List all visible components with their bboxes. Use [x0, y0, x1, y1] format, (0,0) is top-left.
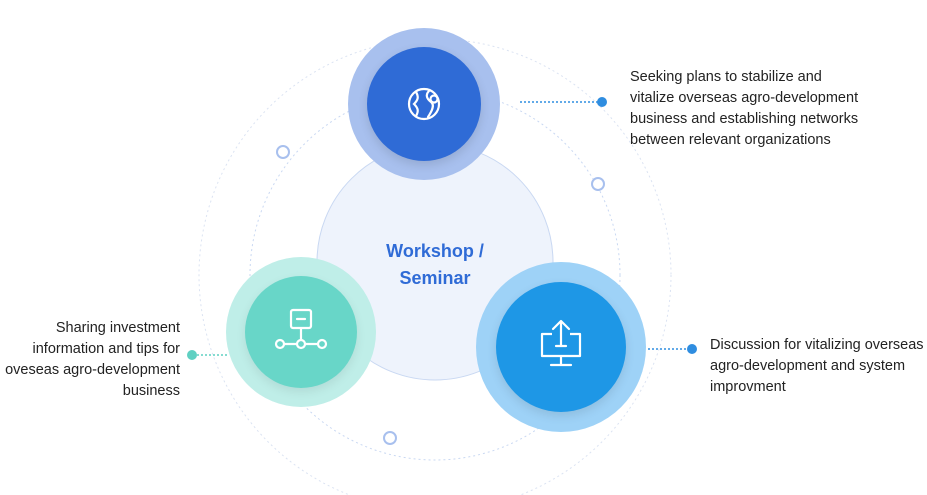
- description-left-line: oveseas agro-development: [5, 362, 180, 378]
- description-top-line: business and establishing networks: [630, 111, 859, 127]
- connector-right-dot: [687, 344, 697, 354]
- description-left-line: Sharing investment: [55, 320, 180, 336]
- monitor-upload-icon: [540, 319, 582, 367]
- description-top: Seeking plans to stabilize and vitalize …: [630, 67, 910, 151]
- orbit-dot: [276, 145, 290, 159]
- connector-left-dot: [187, 350, 197, 360]
- description-top-line: between relevant organizations: [630, 132, 831, 148]
- description-left: Sharing investment information and tips …: [0, 318, 180, 402]
- center-title-line1: Workshop /: [386, 241, 484, 261]
- description-right-line: agro-development and system: [710, 358, 906, 374]
- description-left-line: information and tips for: [32, 341, 181, 357]
- top-node: [367, 47, 481, 161]
- description-right: Discussion for vitalizing overseas agro-…: [710, 335, 927, 398]
- orbit-dot: [383, 431, 397, 445]
- orbit-dot: [591, 177, 605, 191]
- description-right-line: improvment: [710, 379, 786, 395]
- left-node: [245, 276, 357, 388]
- center-title-line2: Seminar: [399, 268, 471, 288]
- globe-icon: [407, 87, 441, 121]
- connector-top-dot: [597, 97, 607, 107]
- network-icon: [274, 308, 328, 350]
- description-top-line: Seeking plans to stabilize and: [630, 69, 822, 85]
- description-top-line: vitalize overseas agro-development: [630, 90, 859, 106]
- right-node: [496, 282, 626, 412]
- description-right-line: Discussion for vitalizing overseas: [710, 337, 924, 353]
- center-title: Workshop / Seminar: [340, 238, 530, 292]
- description-left-line: business: [122, 383, 180, 399]
